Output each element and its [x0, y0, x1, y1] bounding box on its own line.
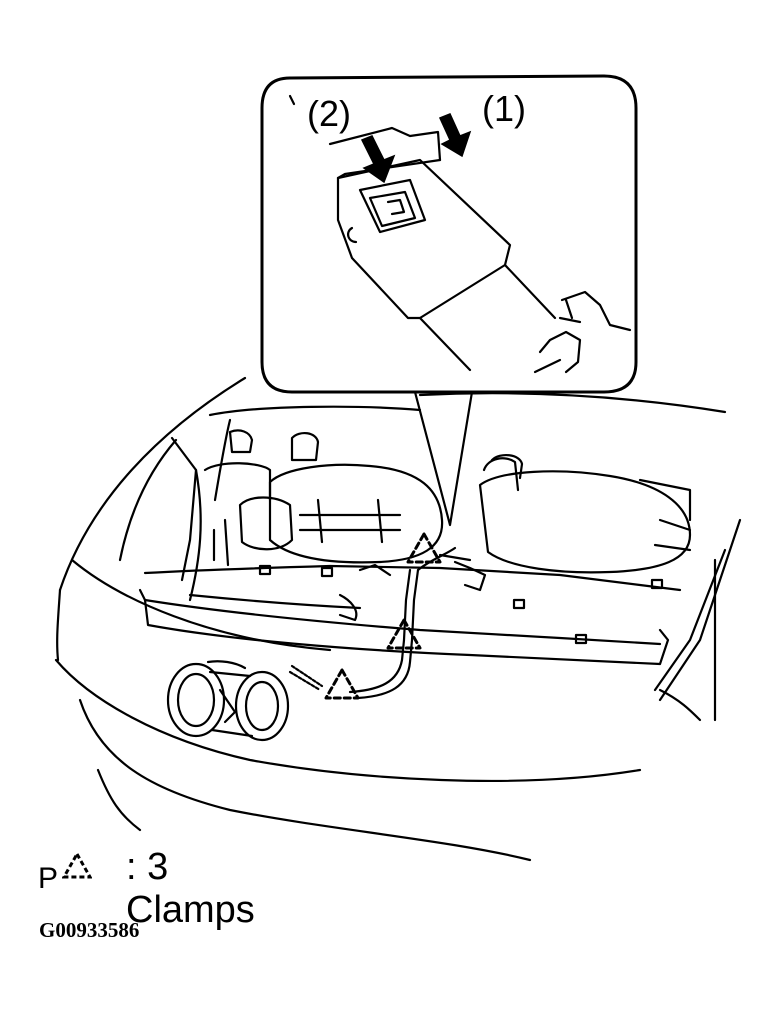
legend-text: : 3 Clamps	[126, 846, 255, 931]
radiator-support	[138, 553, 682, 666]
callout-box	[260, 74, 638, 394]
clamp-marker-bottom	[324, 668, 360, 700]
legend-prefix: P	[38, 862, 59, 895]
headlight-left	[118, 436, 202, 602]
callout-label-2: (2)	[307, 93, 351, 134]
arrow-2-icon	[360, 135, 396, 184]
callout-label-1: (1)	[482, 88, 526, 129]
clamp-marker-middle	[386, 618, 422, 650]
engine-components	[203, 405, 692, 574]
arrow-1-icon	[438, 113, 472, 158]
dashed-triangle-clamp-icon	[62, 852, 92, 879]
clamp-marker-top	[406, 532, 442, 564]
car-body-outline	[54, 376, 742, 862]
connector-detail	[288, 94, 632, 374]
horn-assembly	[166, 660, 290, 742]
wire-harness	[288, 546, 457, 700]
figure-id: G00933586	[39, 918, 140, 942]
callout-leader	[413, 390, 474, 527]
